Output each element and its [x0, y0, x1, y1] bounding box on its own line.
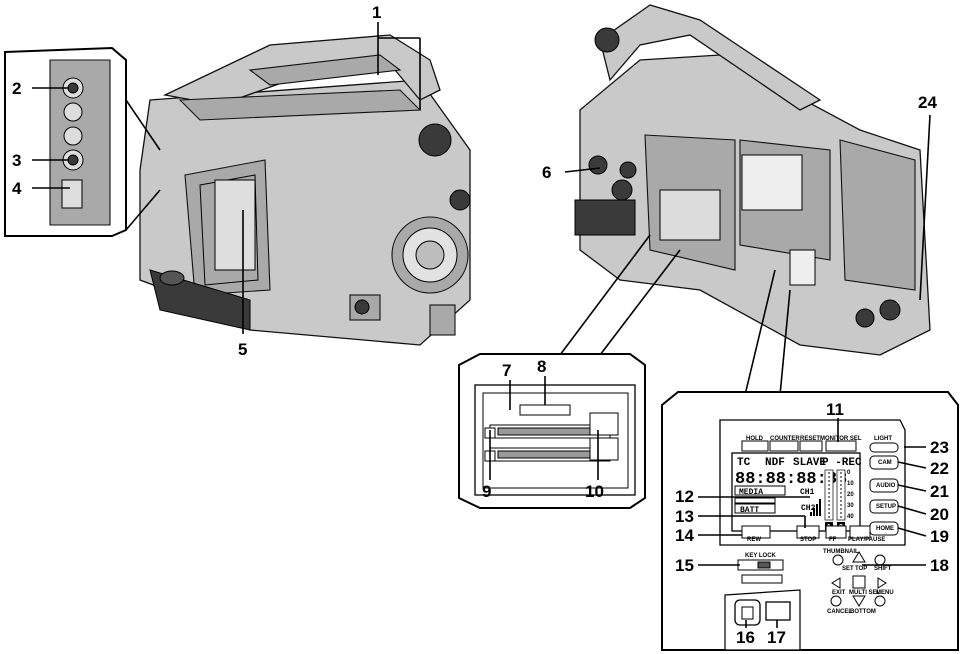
callout-7: 7	[502, 361, 511, 380]
callout-20: 20	[930, 505, 949, 524]
shift-button[interactable]	[874, 554, 886, 566]
callout-4: 4	[12, 179, 22, 198]
side-jack-inset	[4, 46, 161, 237]
callout-18: 18	[930, 556, 949, 575]
callout-14: 14	[675, 526, 694, 545]
keylock-label: KEY LOCK	[745, 553, 777, 559]
callout-5: 5	[238, 340, 247, 359]
left-button[interactable]	[831, 577, 841, 589]
ff-label: FF	[829, 537, 837, 543]
callout-8: 8	[537, 357, 546, 376]
callout-11: 11	[826, 400, 844, 419]
rew-label: REW	[747, 537, 761, 543]
bar-graph-icon	[810, 499, 821, 516]
counter-button[interactable]	[769, 440, 799, 452]
callout-19: 19	[930, 527, 949, 546]
hold-button[interactable]	[741, 440, 769, 452]
callout-21: 21	[930, 482, 949, 501]
callout-2: 2	[12, 79, 21, 98]
up-button[interactable]	[852, 551, 866, 563]
play-pause-label: PLAY/PAUSE	[848, 537, 885, 543]
lcd-slave: SLAVE	[793, 457, 826, 469]
callout-24: 24	[918, 93, 937, 112]
callout-3: 3	[12, 151, 21, 170]
thumbnail-button[interactable]	[832, 554, 844, 566]
lcd-ch2: CH2	[801, 504, 816, 513]
callout-6: 6	[542, 163, 551, 182]
meter-scale-0: 0	[847, 470, 851, 476]
cancel-label: CANCEL	[827, 609, 852, 615]
shift-label: SHIFT	[874, 566, 892, 572]
lcd-timecode: 88:88:88:88	[735, 470, 847, 489]
hold-label: HOLD	[746, 436, 764, 442]
exit-label: EXIT	[832, 590, 846, 596]
reset-button[interactable]	[799, 440, 823, 452]
lcd-ch1: CH1	[800, 488, 815, 497]
callout-10: 10	[585, 482, 604, 501]
meter-scale-20: 20	[847, 492, 854, 498]
top-label: TOP	[855, 566, 867, 572]
monitor-sel-button[interactable]	[825, 440, 857, 452]
counter-label: COUNTER	[770, 436, 800, 442]
cam-label: CAM	[878, 460, 892, 466]
setup-label: SETUP	[876, 504, 896, 510]
light-label: LIGHT	[874, 436, 892, 442]
camera-right-view	[574, 4, 931, 356]
set-label: SET	[842, 566, 854, 572]
callout-17: 17	[767, 628, 786, 647]
control-panel-inset: HOLD COUNTER RESET MONITOR SEL TC NDF SL…	[661, 391, 959, 651]
lcd-tc: TC	[737, 457, 751, 469]
light-button[interactable]	[869, 442, 899, 453]
bottom-label: BOTTOM	[850, 609, 876, 615]
multi-sel-button[interactable]	[852, 575, 866, 589]
callout-9: 9	[482, 482, 491, 501]
camera-left-view	[139, 34, 471, 346]
down-button[interactable]	[852, 595, 866, 607]
monitor-sel-label: MONITOR SEL	[820, 436, 862, 442]
lcd-batt: BATT	[740, 506, 759, 515]
meter-scale-30: 30	[847, 503, 854, 509]
exit-button[interactable]	[830, 595, 842, 607]
stop-button[interactable]	[796, 525, 820, 539]
card-slot-inset	[458, 353, 646, 509]
callout-15: 15	[675, 556, 694, 575]
lcd-prec: P -REC	[822, 457, 862, 469]
multi-sel-label: MULTI SEL	[849, 590, 881, 596]
audio-label: AUDIO	[876, 483, 896, 489]
callout-12: 12	[675, 487, 694, 506]
callout-numbers: 1 2 3 4 5 6 7 8 9 10 11 12 13 14 15 16 1…	[12, 3, 949, 647]
meter-scale-40: 40	[847, 514, 854, 520]
thumbnail-label: THUMBNAIL	[823, 549, 859, 555]
ff-button[interactable]	[825, 525, 847, 539]
rew-button[interactable]	[741, 525, 771, 539]
callout-23: 23	[930, 438, 949, 457]
home-label: HOME	[876, 526, 894, 532]
port-17[interactable]	[765, 601, 791, 621]
menu-label: MENU	[876, 590, 894, 596]
leader-lines	[32, 22, 931, 628]
right-button[interactable]	[877, 577, 887, 589]
lcd-media: MEDIA	[739, 488, 763, 497]
meter-scale-10: 10	[847, 481, 854, 487]
menu-button[interactable]	[874, 595, 886, 607]
play-pause-button[interactable]	[849, 525, 871, 539]
reset-label: RESET	[800, 436, 820, 442]
callout-13: 13	[675, 507, 694, 526]
lcd-ndf: NDF	[765, 457, 785, 469]
callout-1: 1	[372, 3, 381, 22]
stop-label: STOP	[800, 537, 816, 543]
callout-16: 16	[736, 628, 755, 647]
callout-22: 22	[930, 459, 949, 478]
